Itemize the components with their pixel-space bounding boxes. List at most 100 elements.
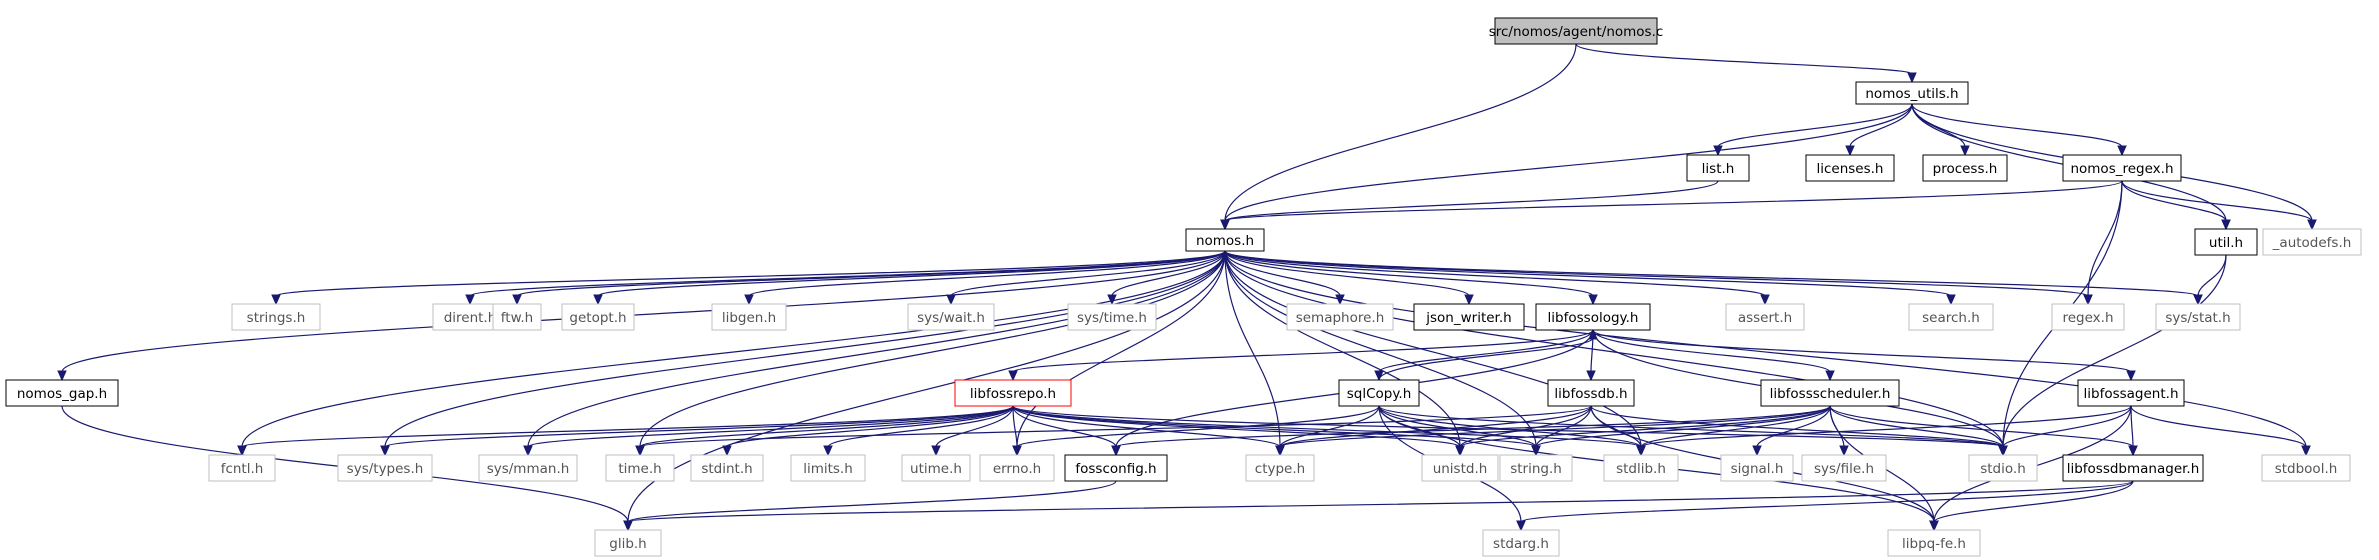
node-nomos_h[interactable]: nomos.h (1185, 228, 1265, 252)
edge-line (1640, 405, 2132, 448)
node-time_h: time.h (605, 454, 675, 482)
arrowhead (1929, 520, 1939, 532)
node-list_h[interactable]: list.h (1686, 154, 1750, 182)
edge-line (1016, 405, 1380, 448)
node-label: getopt.h (569, 310, 626, 326)
arrowhead (1107, 294, 1117, 306)
edge-line (61, 250, 1226, 373)
node-label: nomos_regex.h (2070, 161, 2173, 177)
node-sysfile_h: sys/file.h (1801, 454, 1887, 482)
node-json_writer[interactable]: json_writer.h (1413, 303, 1525, 331)
node-box (337, 454, 433, 482)
node-libpqfe_h: libpq-fe.h (1887, 529, 1981, 557)
edge-line (1459, 405, 1831, 448)
node-box (1286, 303, 1394, 331)
node-label: list.h (1702, 161, 1735, 177)
edge-line (1012, 405, 1117, 448)
node-label: stdarg.h (1493, 536, 1549, 552)
node-ftw_h: ftw.h (492, 303, 542, 331)
arrowhead (2301, 445, 2311, 457)
edge-line (1849, 103, 1913, 148)
edge-line (1911, 103, 1966, 148)
edge-line (241, 405, 1014, 448)
edge-line (1224, 250, 1952, 297)
arrowhead (1588, 294, 1598, 306)
node-libfossscheduler[interactable]: libfossscheduler.h (1760, 379, 1900, 407)
node-nomos_c[interactable]: src/nomos/agent/nomos.c (1489, 17, 1664, 45)
node-licenses_h[interactable]: licenses.h (1805, 154, 1895, 182)
node-syswait_h: sys/wait.h (907, 303, 995, 331)
arrowhead (2117, 145, 2127, 157)
edge-line (1224, 250, 2004, 448)
edge-line (1911, 103, 2123, 148)
node-libfossdbmanager[interactable]: libfossdbmanager.h (2062, 454, 2204, 482)
node-box (1245, 454, 1315, 482)
node-label: utime.h (910, 461, 962, 477)
node-nomos_utils[interactable]: nomos_utils.h (1855, 81, 1969, 105)
node-label: fcntl.h (221, 461, 264, 477)
edge-line (1279, 405, 1831, 448)
edge-libfossology-to-sqlcopy (1374, 329, 1594, 382)
arrowhead (1586, 370, 1596, 382)
node-label: sys/stat.h (2165, 310, 2230, 326)
edge-nomos_h-to-assert_h (1224, 250, 1770, 306)
edge-line (1224, 250, 1281, 448)
node-fcntl_h: fcntl.h (208, 454, 276, 482)
edge-line (1520, 480, 2134, 523)
node-util_h[interactable]: util.h (2194, 228, 2258, 256)
node-label: libgen.h (722, 310, 776, 326)
edge-line (2121, 180, 2313, 222)
node-libfossrepo[interactable]: libfossrepo.h (954, 379, 1072, 407)
arrowhead (1008, 370, 1018, 382)
arrowhead (2193, 294, 2203, 306)
node-stdint_h: stdint.h (690, 454, 764, 482)
node-libfossdb[interactable]: libfossdb.h (1547, 379, 1635, 407)
node-box (1547, 379, 1635, 407)
edge-nomos_h-to-strings_h (271, 250, 1226, 306)
edge-sqlcopy-to-errno_h (1012, 405, 1380, 457)
edge-libfossrepo-to-sysmman_h (523, 405, 1014, 457)
edge-libfossdb-to-time_h (635, 405, 1592, 457)
edge-line (1592, 329, 2132, 373)
node-label: limits.h (803, 461, 853, 477)
node-sqlcopy[interactable]: sqlCopy.h (1338, 379, 1420, 407)
arrowhead (1220, 219, 1230, 231)
node-nomos_regex[interactable]: nomos_regex.h (2062, 154, 2182, 182)
node-fossconfig[interactable]: fossconfig.h (1064, 454, 1168, 482)
node-box (1482, 529, 1560, 557)
arrowhead (946, 294, 956, 306)
node-box (2051, 303, 2125, 331)
node-label: stdlib.h (1616, 461, 1666, 477)
node-box (1720, 454, 1794, 482)
edge-line (275, 250, 1226, 297)
edge-libfossscheduler-to-string_h (1531, 405, 1831, 457)
edge-line (1016, 250, 1226, 448)
edge-line (2130, 405, 2134, 448)
edge-line (1378, 329, 1594, 373)
edge-nomos_regex-to-regex_h (2083, 180, 2123, 306)
node-libfossagent[interactable]: libfossagent.h (2077, 379, 2185, 407)
edge-line (1224, 250, 1594, 297)
edge-line (384, 250, 1226, 448)
arrowhead (635, 445, 645, 457)
edge-line (597, 250, 1226, 297)
node-label: search.h (1922, 310, 1980, 326)
node-label: sys/wait.h (917, 310, 985, 326)
node-box (1968, 454, 2038, 482)
edge-line (1224, 250, 2089, 297)
node-libfossology[interactable]: libfossology.h (1535, 303, 1651, 331)
edge-line (827, 405, 1014, 448)
node-box (594, 529, 662, 557)
arrowhead (1455, 445, 1465, 457)
edge-nomos_h-to-libfossology (1224, 250, 1598, 306)
node-limits_h: limits.h (790, 454, 866, 482)
edge-line (627, 480, 1117, 523)
edge-libfossscheduler-to-signal_h (1752, 405, 1831, 457)
arrowhead (2221, 219, 2231, 231)
node-nomos_gap[interactable]: nomos_gap.h (5, 379, 119, 407)
edge-line (1224, 180, 2123, 222)
node-process_h[interactable]: process.h (1922, 154, 2008, 182)
node-label: nomos.h (1196, 233, 1254, 249)
edge-libfossrepo-to-limits_h (823, 405, 1014, 457)
edge-line (1378, 337, 1594, 381)
